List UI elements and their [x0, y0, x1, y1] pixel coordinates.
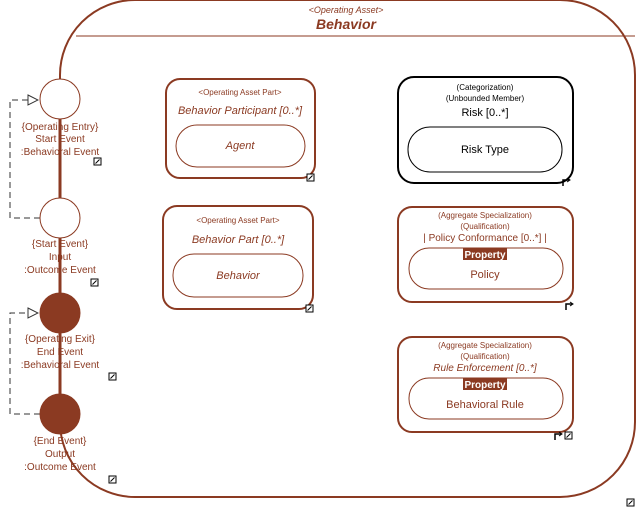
event-operating-exit[interactable]: {Operating Exit} End Event :Behavioral E… — [21, 292, 117, 381]
part-stereotype: <Operating Asset Part> — [198, 88, 281, 97]
node-risk[interactable]: (Categorization) (Unbounded Member) Risk… — [397, 76, 574, 186]
return-arrow-icon[interactable] — [565, 301, 574, 310]
event-label-line1: {Operating Entry} — [22, 122, 99, 133]
return-arrow-icon[interactable] — [562, 177, 571, 186]
rule-stereotype-1: (Aggregate Specialization) — [438, 341, 532, 350]
risk-inner-pill[interactable] — [407, 126, 563, 173]
expand-icon[interactable] — [564, 431, 573, 440]
part-inner-label: Agent — [225, 140, 256, 152]
event-operating-entry[interactable]: {Operating Entry} Start Event :Behaviora… — [21, 78, 102, 166]
event-label-line2: Input — [49, 252, 71, 263]
risk-inner-label: Risk Type — [461, 144, 509, 156]
container-stereotype: <Operating Asset> — [309, 5, 384, 15]
property-badge-label: Property — [464, 380, 506, 391]
expand-icon[interactable] — [108, 372, 117, 381]
event-label-line1: {Operating Exit} — [25, 334, 96, 345]
expand-icon[interactable] — [306, 173, 315, 182]
event-label-line1: {Start Event} — [32, 239, 89, 250]
rule-name: Rule Enforcement [0..*] — [433, 363, 537, 374]
part-name: Behavior Participant [0..*] — [178, 105, 303, 117]
container-title: Behavior — [316, 16, 377, 32]
risk-stereotype-2: (Unbounded Member) — [446, 94, 525, 103]
event-label-line1: {End Event} — [34, 436, 87, 447]
event-end-output[interactable]: {End Event} Output :Outcome Event — [24, 393, 117, 484]
part-name: Behavior Part [0..*] — [192, 234, 285, 246]
part-inner-pill[interactable] — [172, 253, 304, 298]
event-label-line2: Output — [45, 449, 75, 460]
rule-stereotype-2: (Qualification) — [460, 352, 510, 361]
event-label-line3: :Outcome Event — [24, 462, 96, 473]
policy-name: | Policy Conformance [0..*] | — [423, 233, 547, 244]
rule-inner-label: Behavioral Rule — [446, 399, 524, 411]
part-behavior-part[interactable]: <Operating Asset Part> Behavior Part [0.… — [162, 205, 314, 313]
policy-stereotype-2: (Qualification) — [460, 222, 510, 231]
property-badge — [463, 378, 507, 390]
policy-stereotype-1: (Aggregate Specialization) — [438, 211, 532, 220]
event-start-input[interactable]: {Start Event} Input :Outcome Event — [24, 197, 99, 287]
event-label-line3: :Outcome Event — [24, 265, 96, 276]
return-arrow-icon[interactable] — [554, 431, 563, 440]
event-label-line3: :Behavioral Event — [21, 147, 100, 158]
policy-inner-label: Policy — [470, 269, 500, 281]
event-label-line2: Start Event — [35, 134, 85, 145]
property-badge — [463, 248, 507, 260]
expand-icon[interactable] — [305, 304, 314, 313]
event-label-line2: End Event — [37, 347, 83, 358]
part-inner-label: Behavior — [216, 270, 261, 282]
expand-icon[interactable] — [108, 475, 117, 484]
node-behavioral-rule[interactable]: (Aggregate Specialization) (Qualificatio… — [397, 336, 574, 440]
part-behavior-participant[interactable]: <Operating Asset Part> Behavior Particip… — [165, 78, 316, 182]
loop-connector-exit — [9, 313, 40, 415]
event-label-line3: :Behavioral Event — [21, 360, 100, 371]
expand-icon[interactable] — [626, 498, 635, 507]
expand-icon[interactable] — [90, 278, 99, 287]
risk-stereotype-1: (Categorization) — [457, 83, 514, 92]
property-badge-label: Property — [464, 250, 506, 261]
risk-name: Risk [0..*] — [461, 107, 508, 119]
part-inner-pill[interactable] — [175, 124, 306, 168]
node-policy[interactable]: (Aggregate Specialization) (Qualificatio… — [397, 206, 574, 310]
expand-icon[interactable] — [93, 157, 102, 166]
loop-connector-entry — [9, 100, 40, 219]
part-stereotype: <Operating Asset Part> — [196, 216, 279, 225]
